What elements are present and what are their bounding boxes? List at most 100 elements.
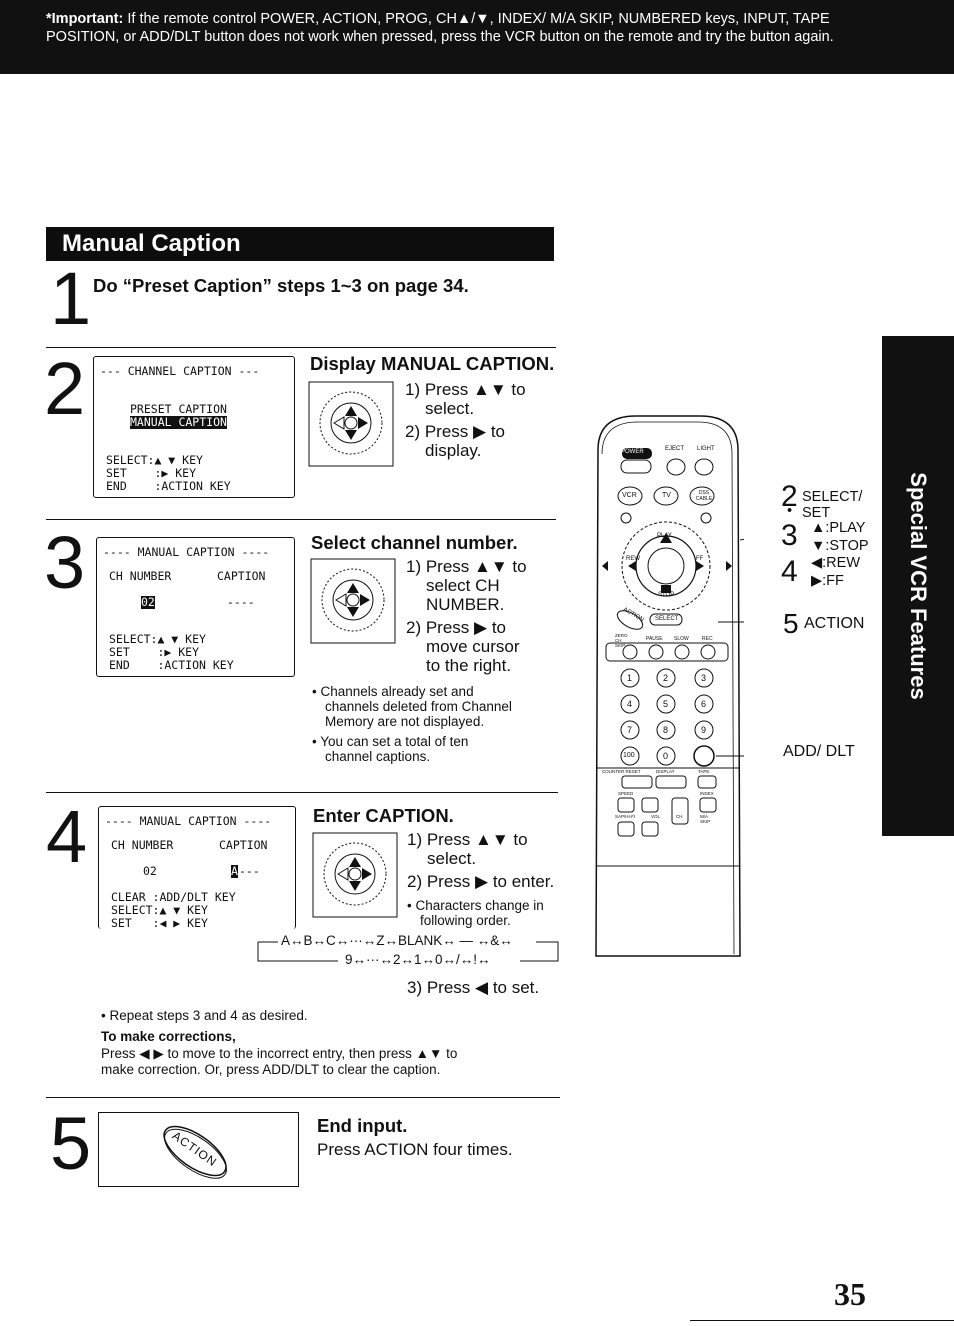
remote-label-ch: CH [676, 814, 683, 819]
remote-label-rec: REC [702, 636, 713, 642]
annotation-play: ▲:PLAY [811, 520, 866, 536]
important-text: If the remote control POWER, ACTION, PRO… [46, 11, 834, 45]
step1-text: Do “Preset Caption” steps 1~3 on page 34… [93, 275, 469, 296]
step2-inst1: 1) Press ▲▼ to [405, 380, 526, 399]
sequence-line-1: A↔B↔C↔···↔Z↔BLANK↔ — ↔&↔ [281, 933, 513, 948]
osd-title: ---- MANUAL CAPTION ---- [105, 814, 272, 828]
remote-label-ff: FF [696, 556, 704, 562]
step3-heading: Select channel number. [311, 532, 518, 553]
remote-label-index: INDEX [700, 791, 714, 796]
repeat-note: • Repeat steps 3 and 4 as desired. [101, 1008, 308, 1023]
chapter-tab-label: Special VCR Features [906, 472, 931, 700]
dpad-icon [310, 558, 396, 644]
step2-instructions: 1) Press ▲▼ to select. 2) Press ▶ to dis… [405, 380, 526, 460]
remote-label-zero: ZERO CH SKIP [615, 633, 628, 648]
step2-heading: Display MANUAL CAPTION. [310, 353, 555, 374]
note: • You can set a total of ten [312, 734, 469, 749]
divider [46, 347, 556, 348]
important-banner: *Important: If the remote control POWER,… [0, 0, 954, 74]
osd-caption-rest: --- [239, 864, 260, 878]
step2-inst2b: display. [425, 441, 482, 460]
remote-key-3: 3 [701, 673, 707, 683]
osd-end-help: END :ACTION KEY [106, 479, 231, 493]
osd-set-help: SET :◀ ▶ KEY [111, 916, 208, 930]
section-title: Manual Caption [46, 227, 554, 261]
osd-channel-caption: --- CHANNEL CAPTION --- PRESET CAPTION M… [93, 356, 295, 498]
remote-label-tape: TAPE [698, 769, 710, 774]
remote-control [595, 415, 744, 957]
step-number-1: 1 [50, 257, 92, 340]
action-button-icon [163, 1125, 227, 1179]
annotation-rew: ◀:REW [811, 555, 861, 571]
remote-label-light: LIGHT [697, 446, 715, 452]
remote-key-9: 9 [701, 725, 707, 735]
osd-ch-value: 02 [141, 595, 155, 609]
remote-label-select: SELECT [655, 616, 679, 622]
note: • Channels already set and [312, 684, 474, 699]
step-number-5: 5 [50, 1102, 92, 1185]
osd-title: ---- MANUAL CAPTION ---- [103, 545, 270, 559]
remote-key-1: 1 [627, 673, 633, 683]
remote-label-play: PLAY [657, 533, 672, 539]
osd-caption-cursor: A [231, 864, 238, 878]
osd-select-help: SELECT:▲ ▼ KEY [106, 453, 203, 467]
osd-col-caption: CAPTION [219, 838, 268, 852]
step3-inst2c: to the right. [426, 656, 512, 675]
sequence-line-2: 9↔···↔2↔1↔0↔/↔!↔ [345, 952, 491, 967]
chapter-tab: Special VCR Features [882, 336, 954, 836]
osd-manual-caption-entry: ---- MANUAL CAPTION ---- CH NUMBER CAPTI… [98, 806, 296, 929]
annotation-num-3: 3 [781, 519, 798, 552]
step-number-4: 4 [46, 795, 88, 878]
annotation-num-2: 2 [781, 480, 798, 513]
divider [46, 519, 556, 520]
remote-key-2: 2 [663, 673, 669, 683]
remote-label-counter-reset: COUNTER RESET [602, 769, 641, 774]
remote-label-slow: SLOW [674, 636, 689, 642]
annotation-dot: • [787, 503, 793, 519]
step4-inst1: 1) Press ▲▼ to [407, 830, 528, 849]
step4-note: • Characters change in following order. [407, 898, 544, 928]
remote-label-vcr: VCR [622, 492, 637, 499]
note: • Characters change in [407, 898, 544, 913]
osd-col-caption: CAPTION [217, 569, 266, 583]
remote-label-stop: STOP [658, 592, 675, 598]
remote-label-sap: SAP/HI-FI [615, 814, 636, 819]
remote-label-speed: SPEED [618, 791, 634, 796]
remote-label-eject: EJECT [665, 446, 685, 452]
remote-label-vol: VOL [651, 814, 661, 819]
step3-notes: • Channels already set and channels dele… [312, 684, 512, 764]
remote-key-6: 6 [701, 699, 707, 709]
remote-key-4: 4 [627, 699, 633, 709]
osd-select-help: SELECT:▲ ▼ KEY [109, 632, 206, 646]
remote-label-rew: REW [626, 556, 640, 562]
note: channel captions. [325, 749, 431, 764]
osd-caption-value: ---- [227, 595, 255, 609]
corrections-heading: To make corrections, [101, 1029, 236, 1044]
note: channels deleted from Channel [325, 699, 512, 714]
step4-instructions: 1) Press ▲▼ to select. 2) Press ▶ to ent… [407, 830, 554, 891]
step2-inst1b: select. [425, 399, 475, 418]
step3-inst1c: NUMBER. [426, 595, 505, 614]
action-button-illustration: ACTION [98, 1112, 299, 1187]
osd-end-help: END :ACTION KEY [109, 658, 234, 672]
remote-label-tv: TV [662, 492, 671, 499]
step-number-2: 2 [44, 347, 86, 430]
step-number-3: 3 [44, 521, 86, 604]
annotation-ff: ▶:FF [811, 573, 844, 589]
annotation-stop: ▼:STOP [811, 538, 869, 554]
annotation-add-dlt: ADD/ DLT [783, 743, 855, 760]
step4-inst2: 2) Press ▶ to enter. [407, 872, 555, 891]
osd-set-help: SET :▶ KEY [106, 466, 197, 480]
page-number: 35 [834, 1276, 866, 1312]
osd-manual-caption: ---- MANUAL CAPTION ---- CH NUMBER CAPTI… [96, 537, 295, 677]
step4-inst3: 3) Press ◀ to set. [407, 978, 540, 997]
step2-inst2: 2) Press ▶ to [405, 422, 505, 441]
osd-manual-caption-highlighted: MANUAL CAPTION [130, 415, 227, 429]
remote-key-100: 100 [623, 752, 635, 759]
osd-col-ch-number: CH NUMBER [109, 569, 172, 583]
osd-clear-help: CLEAR :ADD/DLT KEY [111, 890, 236, 904]
important-label: *Important: [46, 11, 124, 27]
osd-preset-caption: PRESET CAPTION [130, 402, 227, 416]
corrections-text-2: make correction. Or, press ADD/DLT to cl… [101, 1062, 441, 1077]
step3-inst1: 1) Press ▲▼ to [406, 557, 527, 576]
